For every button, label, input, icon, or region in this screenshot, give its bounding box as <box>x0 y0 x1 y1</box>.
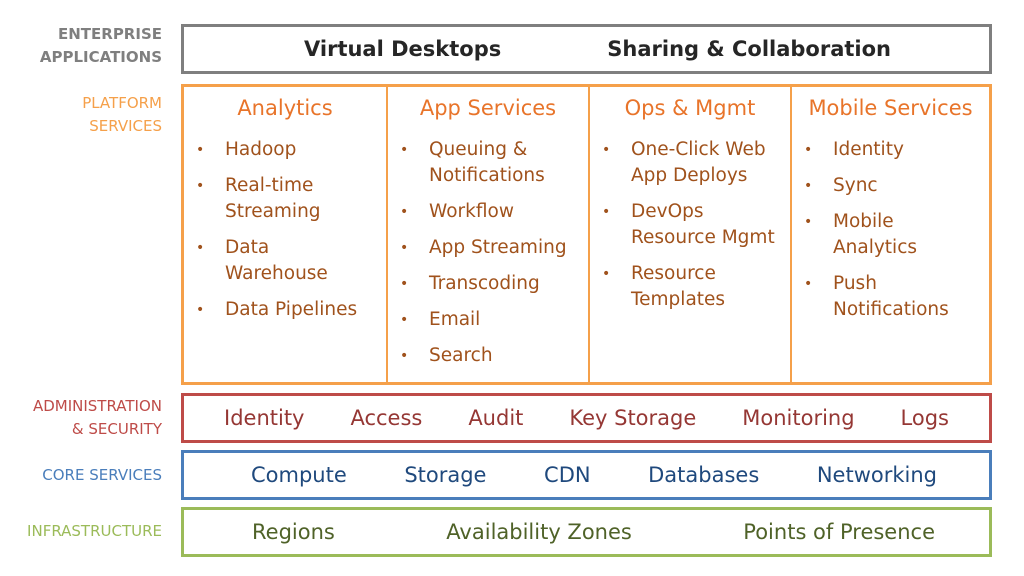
core-services-label: CORE SERVICES <box>42 466 162 484</box>
administration-security-box: Identity Access Audit Key Storage Monito… <box>181 393 992 443</box>
list-item: •Transcoding <box>388 271 588 297</box>
platform-column-mobile-services: Mobile Services •Identity •Sync •Mobile … <box>792 87 989 382</box>
list-item: •Workflow <box>388 199 588 225</box>
infra-item-regions: Regions <box>252 520 335 544</box>
bullet-icon: • <box>804 142 813 158</box>
bullet-icon: • <box>196 142 205 158</box>
core-item-databases: Databases <box>648 463 760 487</box>
bullet-icon: • <box>400 142 409 158</box>
bullet-icon: • <box>196 240 205 256</box>
list-item: •Mobile Analytics <box>804 211 918 258</box>
list-item: •One-Click Web App Deploys <box>602 139 766 186</box>
core-services-box: Compute Storage CDN Databases Networking <box>181 450 992 500</box>
core-item-networking: Networking <box>816 463 937 487</box>
infrastructure-label: INFRASTRUCTURE <box>27 522 162 540</box>
column-title: Ops & Mgmt <box>624 96 756 120</box>
admin-item-logs: Logs <box>900 406 949 430</box>
list-item: •Push Notifications <box>804 273 949 320</box>
bullet-icon: • <box>602 142 611 158</box>
core-item-storage: Storage <box>404 463 487 487</box>
list-item: •Queuing & Notifications <box>400 139 545 186</box>
enterprise-applications-box: Virtual Desktops Sharing & Collaboration <box>181 24 992 74</box>
bullet-icon: • <box>602 266 611 282</box>
admin-item-monitoring: Monitoring <box>742 406 855 430</box>
enterprise-item-sharing-collaboration: Sharing & Collaboration <box>607 37 891 61</box>
platform-column-analytics: Analytics •Hadoop •Real-time Streaming •… <box>184 87 388 382</box>
bullet-icon: • <box>400 276 409 292</box>
enterprise-applications-label: ENTERPRISE APPLICATIONS <box>39 25 162 66</box>
bullet-icon: • <box>804 276 813 292</box>
list-item: •Email <box>388 307 588 333</box>
infra-item-availability-zones: Availability Zones <box>446 520 632 544</box>
column-title: Mobile Services <box>808 96 973 120</box>
bullet-icon: • <box>804 178 813 194</box>
list-item: •Real-time Streaming <box>196 175 321 222</box>
bullet-icon: • <box>400 204 409 220</box>
bullet-icon: • <box>196 178 205 194</box>
platform-services-box: Analytics •Hadoop •Real-time Streaming •… <box>181 84 992 385</box>
core-item-cdn: CDN <box>544 463 591 487</box>
enterprise-item-virtual-desktops: Virtual Desktops <box>304 37 502 61</box>
administration-security-label: ADMINISTRATION & SECURITY <box>32 397 162 438</box>
bullet-icon: • <box>400 312 409 328</box>
platform-column-app-services: App Services •Queuing & Notifications •W… <box>388 87 590 382</box>
list-item: •Data Pipelines <box>184 297 386 323</box>
admin-item-audit: Audit <box>468 406 524 430</box>
list-item: •DevOps Resource Mgmt <box>602 201 775 248</box>
list-item: •Identity <box>792 137 989 163</box>
column-title: Analytics <box>237 96 333 120</box>
column-title: App Services <box>419 96 557 120</box>
list-item: •Sync <box>792 173 989 199</box>
list-item: •Hadoop <box>184 137 386 163</box>
list-item: •App Streaming <box>388 235 588 261</box>
admin-item-key-storage: Key Storage <box>569 406 697 430</box>
list-item: •Resource Templates <box>602 263 726 310</box>
list-item: •Data Warehouse <box>196 237 328 284</box>
bullet-icon: • <box>602 204 611 220</box>
platform-column-ops-mgmt: Ops & Mgmt •One-Click Web App Deploys •D… <box>590 87 792 382</box>
infra-item-points-of-presence: Points of Presence <box>743 520 935 544</box>
infrastructure-box: Regions Availability Zones Points of Pre… <box>181 507 992 557</box>
bullet-icon: • <box>400 348 409 364</box>
bullet-icon: • <box>400 240 409 256</box>
core-item-compute: Compute <box>251 463 347 487</box>
admin-item-access: Access <box>350 406 423 430</box>
admin-item-identity: Identity <box>224 406 305 430</box>
platform-services-label: PLATFORM SERVICES <box>82 94 162 135</box>
bullet-icon: • <box>804 214 813 230</box>
list-item: •Search <box>388 343 588 369</box>
bullet-icon: • <box>196 302 205 318</box>
